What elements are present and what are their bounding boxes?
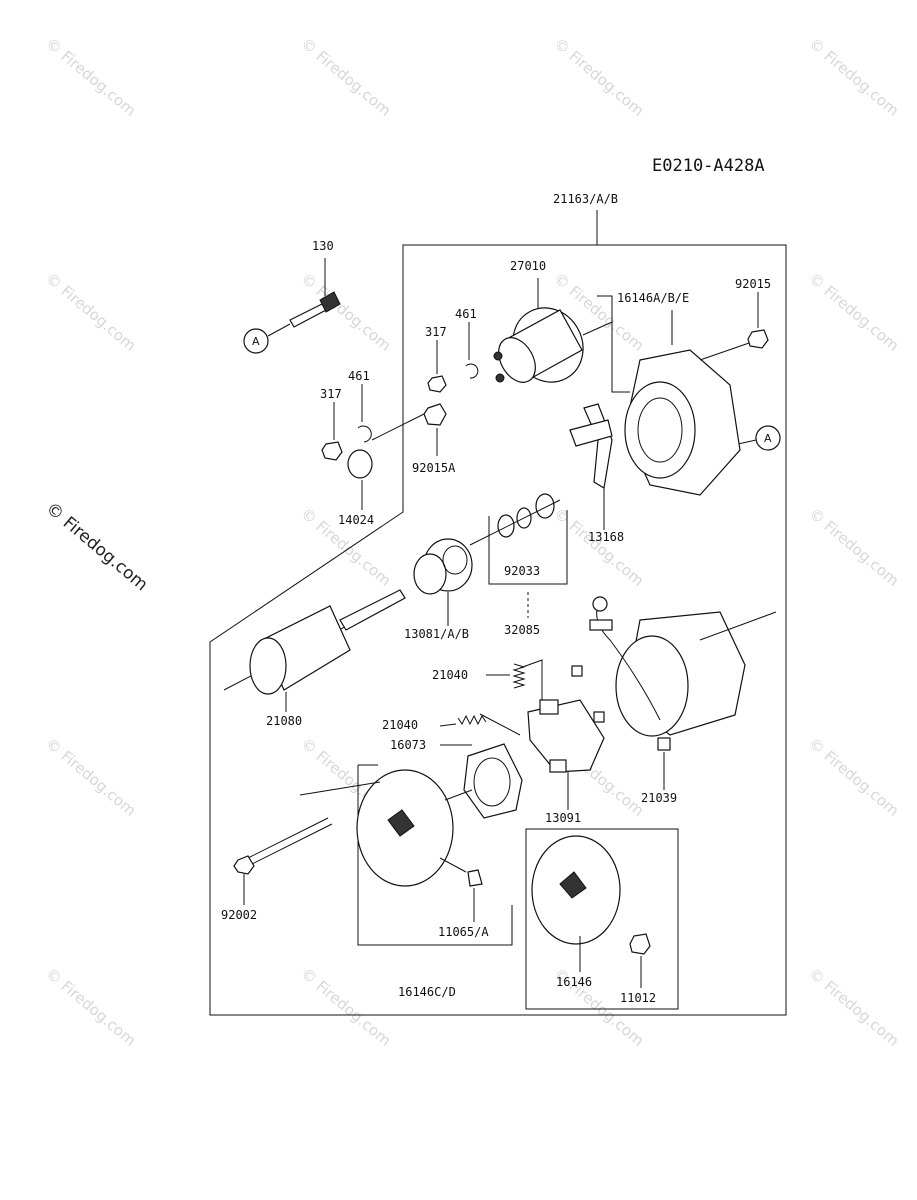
screw-11065 — [439, 857, 483, 922]
watermark: © Firedog.com — [297, 964, 394, 1049]
yoke-field-coil — [571, 596, 777, 790]
watermark: © Firedog.com — [550, 504, 647, 589]
ref-marker-a-left: A — [243, 323, 291, 354]
label-92002: 92002 — [221, 908, 257, 922]
nut-92015 — [747, 292, 769, 349]
rear-cover-16146cd — [299, 769, 473, 887]
watermark: © Firedog.com — [297, 34, 394, 119]
watermark: © Firedog.com — [805, 504, 902, 589]
label-92033: 92033 — [504, 564, 540, 578]
watermark-layer: © Firedog.com © Firedog.com © Firedog.co… — [42, 34, 903, 1049]
label-16146abe: 16146A/B/E — [617, 291, 689, 305]
label-317-lower: 317 — [320, 387, 342, 401]
watermark: © Firedog.com — [805, 964, 902, 1049]
label-32085: 32085 — [504, 623, 540, 637]
label-11065: 11065/A — [438, 925, 489, 939]
watermark: © Firedog.com — [805, 734, 902, 819]
solenoid-27010 — [493, 278, 613, 383]
label-16146: 16146 — [556, 975, 592, 989]
label-16073: 16073 — [390, 738, 426, 752]
watermark: © Firedog.com — [42, 734, 139, 819]
part-labels: 21163/A/B 130 27010 461 317 16146A/B/E 9… — [221, 192, 771, 1005]
label-317-upper: 317 — [425, 325, 447, 339]
washer-461-lower — [357, 384, 372, 443]
group-box-16146 — [525, 828, 679, 1010]
armature-21080 — [223, 589, 406, 712]
group-bracket-32085 — [488, 510, 568, 585]
plate-16073 — [440, 743, 523, 819]
through-bolt-92002 — [233, 817, 333, 905]
washers-92033 — [469, 493, 561, 546]
group-bracket-16146cd — [357, 764, 513, 946]
label-21039: 21039 — [641, 791, 677, 805]
group-bracket-16146abe — [597, 295, 630, 393]
brush-holder-13091 — [527, 699, 605, 810]
label-92015: 92015 — [735, 277, 771, 291]
svg-text:A: A — [764, 432, 772, 445]
spring-21040-upper — [486, 659, 543, 700]
svg-text:A: A — [252, 335, 260, 348]
watermark: © Firedog.com — [805, 269, 902, 354]
bolt-130 — [289, 258, 341, 328]
assembly-frame — [209, 244, 787, 1016]
label-16146cd: 16146C/D — [398, 985, 456, 999]
watermark: © Firedog.com — [805, 34, 902, 119]
label-27010: 27010 — [510, 259, 546, 273]
watermark: © Firedog.com — [42, 964, 139, 1049]
label-14024: 14024 — [338, 513, 374, 527]
label-21040-upper: 21040 — [432, 668, 468, 682]
watermark-main: © Firedog.com — [42, 499, 152, 596]
label-92015a: 92015A — [412, 461, 456, 475]
label-11012: 11012 — [620, 991, 656, 1005]
spring-21040-lower — [439, 713, 521, 736]
nut-317-lower — [321, 402, 343, 461]
label-461-upper: 461 — [455, 307, 477, 321]
label-13091: 13091 — [545, 811, 581, 825]
label-21080: 21080 — [266, 714, 302, 728]
label-461-lower: 461 — [348, 369, 370, 383]
grommet-11012 — [629, 933, 651, 988]
watermark: © Firedog.com — [42, 269, 139, 354]
watermark: © Firedog.com — [42, 34, 139, 119]
label-130: 130 — [312, 239, 334, 253]
bushing-14024 — [347, 449, 373, 510]
end-frame-16146abe — [624, 310, 753, 496]
nut-317-upper — [427, 340, 447, 393]
ref-marker-a-right: A — [737, 425, 781, 451]
lever-13168 — [569, 403, 613, 530]
pinion-clutch-13081 — [413, 538, 473, 626]
label-13081: 13081/A/B — [404, 627, 469, 641]
nut-92015a — [371, 403, 447, 456]
cover-16146 — [531, 835, 621, 972]
label-21040-lower: 21040 — [382, 718, 418, 732]
washer-461-upper — [465, 322, 479, 379]
label-21163: 21163/A/B — [553, 192, 618, 206]
watermark: © Firedog.com — [550, 34, 647, 119]
label-13168: 13168 — [588, 530, 624, 544]
diagram-code: E0210-A428A — [652, 156, 765, 176]
